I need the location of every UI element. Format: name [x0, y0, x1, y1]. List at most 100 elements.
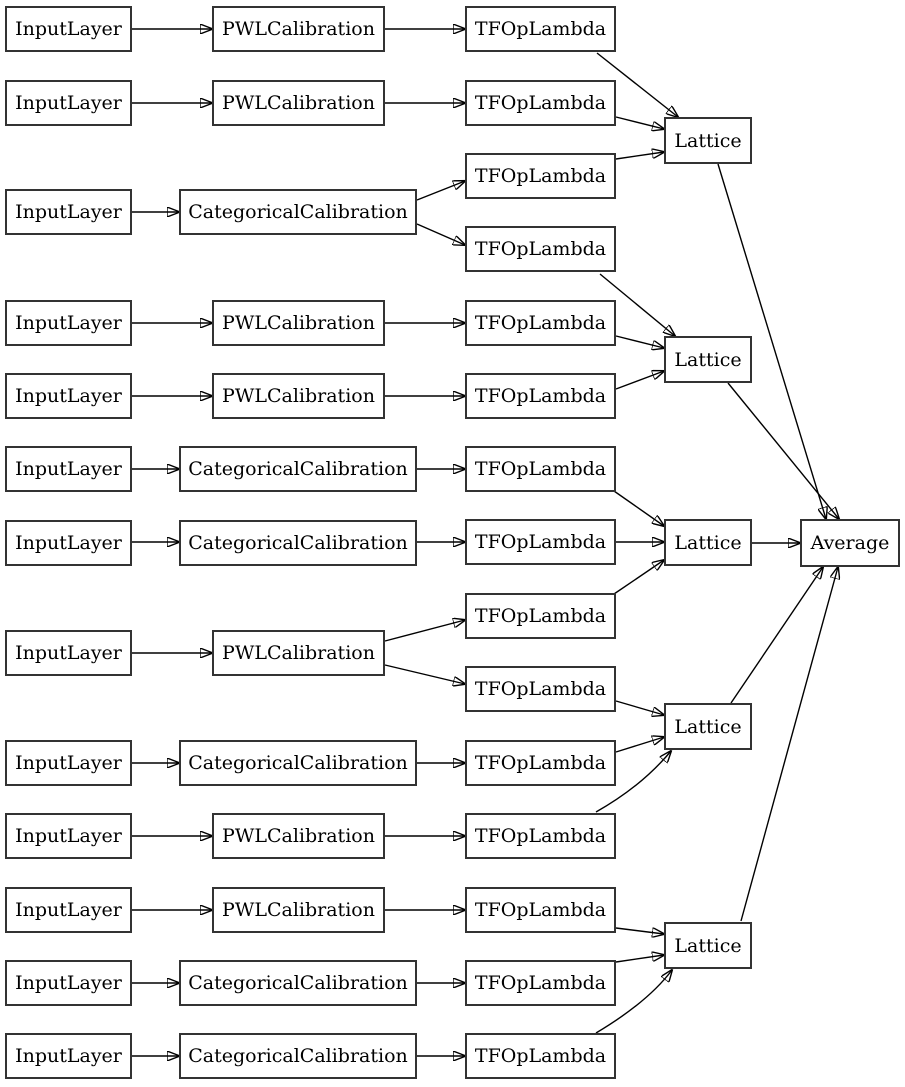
- node-label: CategoricalCalibration: [188, 972, 408, 994]
- node-label: Lattice: [674, 715, 742, 738]
- node-c12-categoricalcalibration: CategoricalCalibration: [179, 960, 417, 1006]
- node-t12-tfoplambda: TFOpLambda: [465, 813, 616, 859]
- node-t5-tfoplambda: TFOpLambda: [465, 300, 616, 346]
- node-label: TFOpLambda: [474, 531, 607, 553]
- node-label: InputLayer: [15, 642, 122, 664]
- node-l4-lattice: Lattice: [664, 703, 752, 750]
- edge-c8-to-t10: [384, 664, 465, 684]
- node-label: PWLCalibration: [222, 18, 375, 40]
- edge-t11-to-l4: [615, 737, 664, 753]
- node-in10-inputlayer: InputLayer: [5, 813, 132, 859]
- node-in4-inputlayer: InputLayer: [5, 300, 132, 346]
- node-label: TFOpLambda: [474, 972, 607, 994]
- node-label: CategoricalCalibration: [188, 201, 408, 223]
- node-label: InputLayer: [15, 92, 122, 114]
- node-label: InputLayer: [15, 899, 122, 921]
- node-label: PWLCalibration: [222, 385, 375, 407]
- node-l3-lattice: Lattice: [664, 519, 752, 566]
- node-t9-tfoplambda: TFOpLambda: [465, 593, 616, 639]
- edge-t1-to-l1: [596, 52, 678, 117]
- node-t2-tfoplambda: TFOpLambda: [465, 80, 616, 126]
- node-label: InputLayer: [15, 458, 122, 480]
- node-label: PWLCalibration: [222, 92, 375, 114]
- edge-t9-to-l3: [613, 560, 664, 595]
- node-l2-lattice: Lattice: [664, 336, 752, 383]
- edge-t3-to-l1: [615, 152, 664, 160]
- node-t10-tfoplambda: TFOpLambda: [465, 666, 616, 712]
- edge-l5-to-avg: [740, 567, 838, 922]
- node-in3-inputlayer: InputLayer: [5, 189, 132, 235]
- node-label: PWLCalibration: [222, 642, 375, 664]
- node-label: TFOpLambda: [474, 92, 607, 114]
- node-c7-categoricalcalibration: CategoricalCalibration: [179, 520, 417, 566]
- node-t7-tfoplambda: TFOpLambda: [465, 446, 616, 492]
- edge-c3-to-t3: [416, 181, 465, 201]
- edge-l4-to-avg: [730, 567, 823, 704]
- node-t6-tfoplambda: TFOpLambda: [465, 373, 616, 419]
- node-label: InputLayer: [15, 201, 122, 223]
- edge-t6-to-l2: [615, 371, 664, 390]
- node-label: TFOpLambda: [474, 165, 607, 187]
- node-label: CategoricalCalibration: [188, 1045, 408, 1067]
- node-c1-pwlcalibration: PWLCalibration: [212, 6, 385, 52]
- node-t14-tfoplambda: TFOpLambda: [465, 960, 616, 1006]
- node-label: InputLayer: [15, 532, 122, 554]
- node-label: CategoricalCalibration: [188, 458, 408, 480]
- edge-t14-to-l5: [615, 955, 664, 963]
- edge-l2-to-avg: [727, 382, 839, 519]
- node-t1-tfoplambda: TFOpLambda: [465, 6, 616, 52]
- node-l5-lattice: Lattice: [664, 922, 752, 969]
- node-in13-inputlayer: InputLayer: [5, 1033, 132, 1079]
- node-label: PWLCalibration: [222, 899, 375, 921]
- node-label: InputLayer: [15, 385, 122, 407]
- edge-t12-to-l4: [595, 751, 671, 813]
- node-label: TFOpLambda: [474, 825, 607, 847]
- node-l1-lattice: Lattice: [664, 117, 752, 164]
- node-label: Average: [810, 532, 890, 554]
- edge-t4-to-l2: [599, 273, 675, 336]
- edge-t15-to-l5: [595, 970, 672, 1034]
- node-label: CategoricalCalibration: [188, 532, 408, 554]
- node-avg-average: Average: [800, 519, 900, 567]
- node-label: TFOpLambda: [474, 312, 607, 334]
- edge-t2-to-l1: [615, 116, 664, 129]
- node-label: PWLCalibration: [222, 312, 375, 334]
- node-label: InputLayer: [15, 825, 122, 847]
- node-c13-categoricalcalibration: CategoricalCalibration: [179, 1033, 417, 1079]
- edge-t10-to-l4: [615, 700, 664, 715]
- node-label: TFOpLambda: [474, 238, 607, 260]
- node-label: Lattice: [674, 934, 742, 957]
- node-c9-categoricalcalibration: CategoricalCalibration: [179, 740, 417, 786]
- node-c11-pwlcalibration: PWLCalibration: [212, 887, 385, 933]
- node-c3-categoricalcalibration: CategoricalCalibration: [179, 189, 417, 235]
- node-label: Lattice: [674, 348, 742, 371]
- node-label: TFOpLambda: [474, 18, 607, 40]
- node-label: PWLCalibration: [222, 825, 375, 847]
- node-label: InputLayer: [15, 752, 122, 774]
- node-in6-inputlayer: InputLayer: [5, 446, 132, 492]
- edge-t7-to-l3: [613, 490, 664, 526]
- node-label: TFOpLambda: [474, 899, 607, 921]
- node-t11-tfoplambda: TFOpLambda: [465, 740, 616, 786]
- node-label: InputLayer: [15, 18, 122, 40]
- node-c10-pwlcalibration: PWLCalibration: [212, 813, 385, 859]
- node-in7-inputlayer: InputLayer: [5, 520, 132, 566]
- node-label: InputLayer: [15, 312, 122, 334]
- node-label: Lattice: [674, 129, 742, 152]
- edge-l1-to-avg: [717, 163, 826, 519]
- node-label: TFOpLambda: [474, 752, 607, 774]
- node-c5-pwlcalibration: PWLCalibration: [212, 373, 385, 419]
- node-c8-pwlcalibration: PWLCalibration: [212, 630, 385, 676]
- node-t15-tfoplambda: TFOpLambda: [465, 1033, 616, 1079]
- node-label: InputLayer: [15, 972, 122, 994]
- edge-c8-to-t9: [384, 620, 465, 642]
- node-in5-inputlayer: InputLayer: [5, 373, 132, 419]
- node-in9-inputlayer: InputLayer: [5, 740, 132, 786]
- node-t4-tfoplambda: TFOpLambda: [465, 226, 616, 272]
- node-label: TFOpLambda: [474, 385, 607, 407]
- node-label: CategoricalCalibration: [188, 752, 408, 774]
- node-label: Lattice: [674, 531, 742, 554]
- node-label: TFOpLambda: [474, 458, 607, 480]
- node-in2-inputlayer: InputLayer: [5, 80, 132, 126]
